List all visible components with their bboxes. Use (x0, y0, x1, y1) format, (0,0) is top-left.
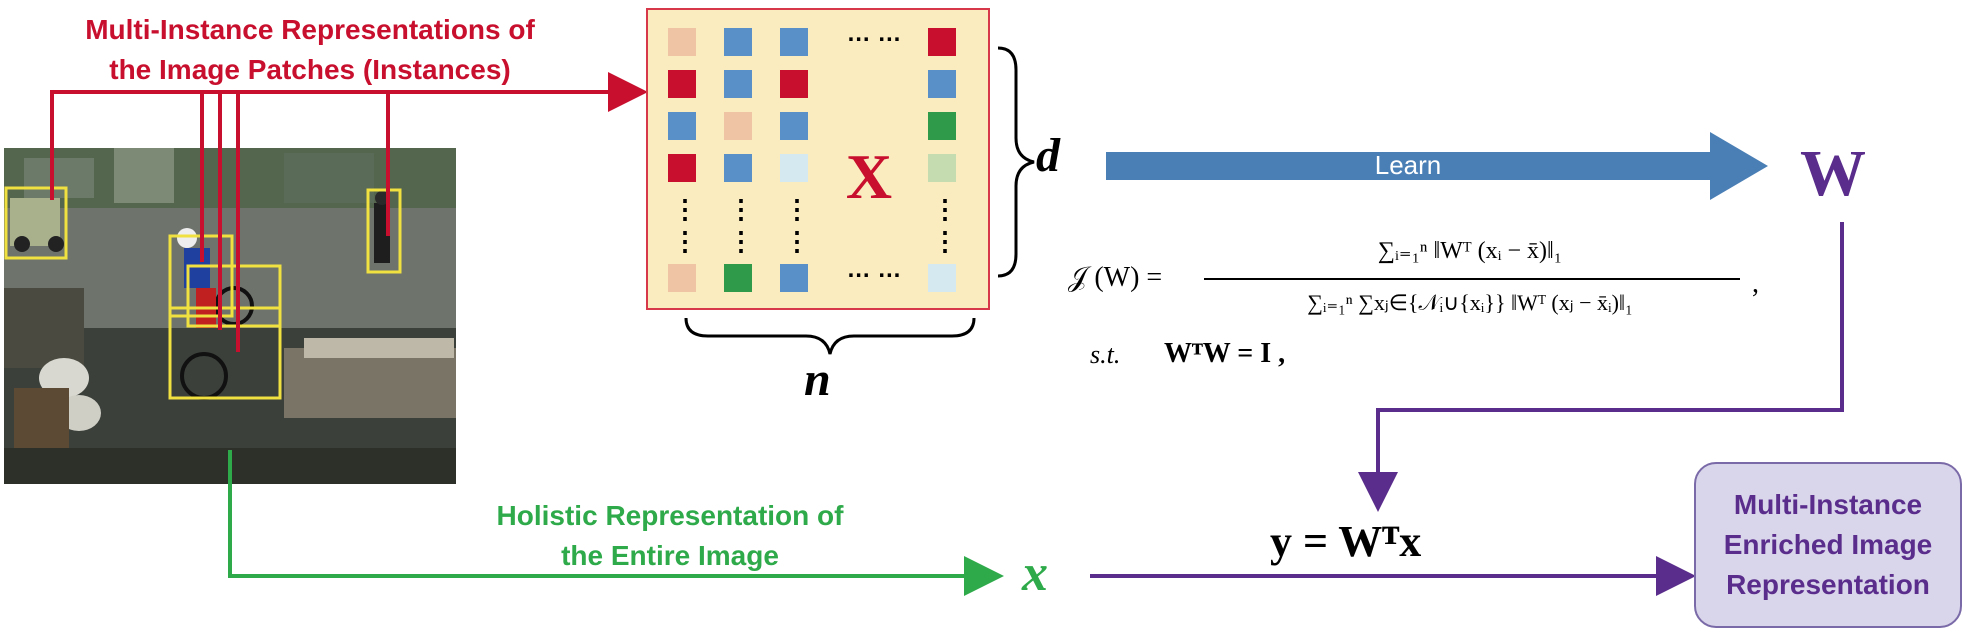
formula-lhs: 𝒥 (W) = (1068, 262, 1163, 293)
formula-comma: , (1752, 268, 1759, 299)
matrix-vdots: ⋮ (672, 226, 698, 256)
w-symbol: W (1800, 137, 1866, 210)
matrix-cell (668, 264, 696, 292)
matrix-cell (780, 154, 808, 182)
holistic-arrow (228, 450, 1004, 596)
w-to-y-arrow (1358, 222, 1844, 512)
rows-brace (997, 46, 1035, 278)
matrix-vdots: ⋮ (784, 194, 810, 224)
matrix-cell (928, 154, 956, 182)
x-symbol: x (1022, 545, 1048, 602)
matrix-vdots: ⋮ (728, 226, 754, 256)
output-box-label: Multi-Instance Enriched Image Representa… (1723, 489, 1933, 600)
cols-label: n (804, 353, 831, 406)
matrix-symbol: X (845, 141, 893, 212)
instance-matrix: … … … … ⋮ ⋮ ⋮ ⋮ ⋮ ⋮ ⋮ ⋮ X (646, 8, 990, 310)
matrix-cell (780, 264, 808, 292)
matrix-cell (928, 112, 956, 140)
bottom-label-line1: Holistic Representation of (496, 500, 844, 531)
formula-fraction-bar (1204, 278, 1740, 280)
top-label: Multi-Instance Representations of the Im… (40, 10, 580, 90)
matrix-cell (928, 264, 956, 292)
constraint-st: s.t. (1090, 340, 1121, 369)
bottom-label: Holistic Representation of the Entire Im… (430, 496, 910, 576)
y-equation: y = Wᵀx (1270, 517, 1422, 566)
matrix-vdots: ⋮ (932, 226, 958, 256)
top-label-line1: Multi-Instance Representations of (85, 14, 535, 45)
matrix-cell (668, 70, 696, 98)
matrix-cell (668, 28, 696, 56)
instance-arrow (50, 72, 648, 352)
matrix-ellipsis-bottom: … … (846, 256, 902, 283)
matrix-cell (928, 70, 956, 98)
matrix-cell (724, 154, 752, 182)
matrix-vdots: ⋮ (932, 194, 958, 224)
matrix-ellipsis-top: … … (846, 20, 902, 47)
matrix-cell (780, 28, 808, 56)
matrix-cell (668, 154, 696, 182)
matrix-cell (724, 28, 752, 56)
rows-label: d (1036, 129, 1060, 182)
formula-numerator: ∑ᵢ₌₁ⁿ ‖Wᵀ (xᵢ − x̄)‖₁ (1377, 238, 1563, 264)
output-box: Multi-Instance Enriched Image Representa… (1694, 462, 1962, 628)
cols-brace (684, 317, 976, 355)
matrix-cell (724, 70, 752, 98)
matrix-cell (724, 264, 752, 292)
matrix-cell (668, 112, 696, 140)
matrix-vdots: ⋮ (784, 226, 810, 256)
matrix-cell (724, 112, 752, 140)
top-label-line2: the Image Patches (Instances) (109, 54, 511, 85)
scene-photo (4, 148, 456, 484)
matrix-cell (780, 112, 808, 140)
learn-label: Learn (1374, 150, 1442, 180)
learn-arrow (1106, 132, 1768, 200)
bottom-label-line2: the Entire Image (561, 540, 779, 571)
matrix-cell (780, 70, 808, 98)
matrix-cell (928, 28, 956, 56)
formula-denominator: ∑ᵢ₌₁ⁿ ∑xⱼ∈{𝒩ᵢ∪{xᵢ}} ‖Wᵀ (xⱼ − x̄ᵢ)‖₁ (1307, 290, 1633, 315)
constraint-equation: WᵀW = I , (1164, 338, 1286, 369)
matrix-vdots: ⋮ (672, 194, 698, 224)
matrix-vdots: ⋮ (728, 194, 754, 224)
